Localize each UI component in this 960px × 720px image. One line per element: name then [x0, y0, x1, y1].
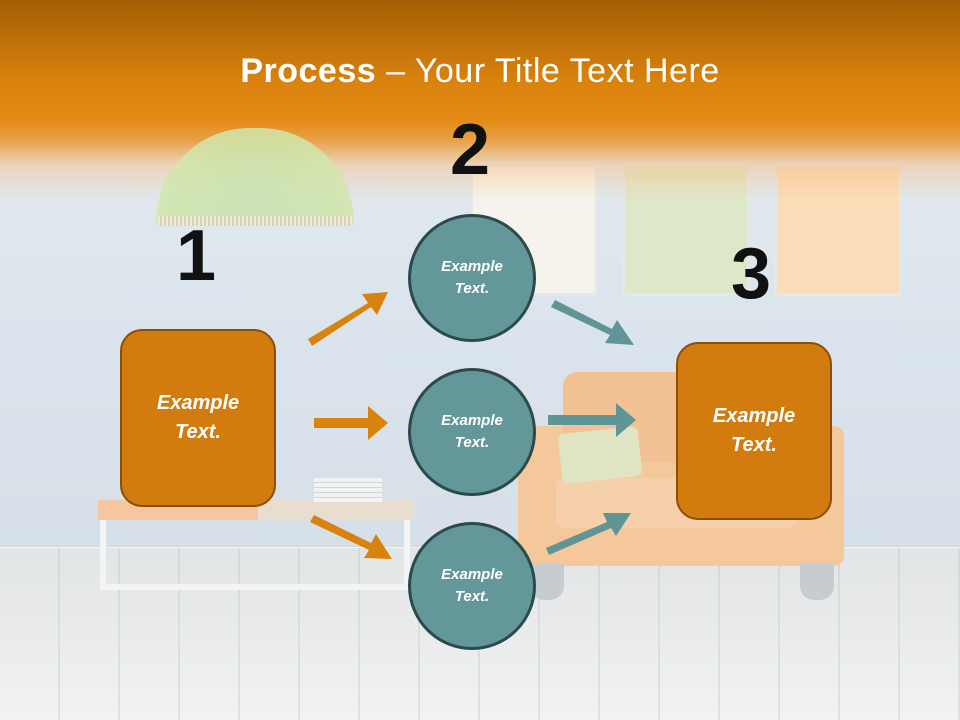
step-number-1: 1: [176, 216, 217, 296]
arrow-from-circle-bottom: [546, 513, 631, 555]
book-stack: [314, 478, 382, 502]
arrow-from-circle-middle: [548, 403, 636, 437]
step-number-3: 3: [731, 234, 772, 314]
slide-title: Process – Your Title Text Here: [0, 52, 960, 91]
arrow-to-circle-top: [308, 292, 388, 346]
process-box-right: Example Text.: [676, 342, 832, 520]
process-circle-bottom-text: Example Text.: [441, 565, 503, 606]
process-circle-top: Example Text.: [408, 214, 536, 342]
sofa-leg: [800, 564, 834, 600]
arrow-to-circle-middle: [314, 406, 388, 440]
teal-arrows: [546, 300, 636, 555]
process-box-left: Example Text.: [120, 329, 276, 507]
pendant-lamp-rim: [158, 216, 352, 226]
orange-arrows: [308, 292, 392, 559]
title-bold: Process: [240, 52, 377, 90]
process-circle-middle-text: Example Text.: [441, 411, 503, 452]
process-circle-middle: Example Text.: [408, 368, 536, 496]
title-band: [0, 0, 960, 200]
title-separator: –: [376, 52, 415, 90]
process-box-left-text: Example Text.: [156, 392, 240, 443]
process-box-right-text: Example Text.: [712, 405, 796, 456]
arrow-from-circle-top: [551, 300, 634, 345]
arrow-to-circle-bottom: [310, 515, 392, 559]
process-circle-bottom: Example Text.: [408, 522, 536, 650]
process-circle-top-text: Example Text.: [441, 257, 503, 298]
coffee-table-frame: [100, 520, 410, 590]
title-rest: Your Title Text Here: [414, 52, 720, 90]
step-number-2: 2: [450, 110, 491, 190]
